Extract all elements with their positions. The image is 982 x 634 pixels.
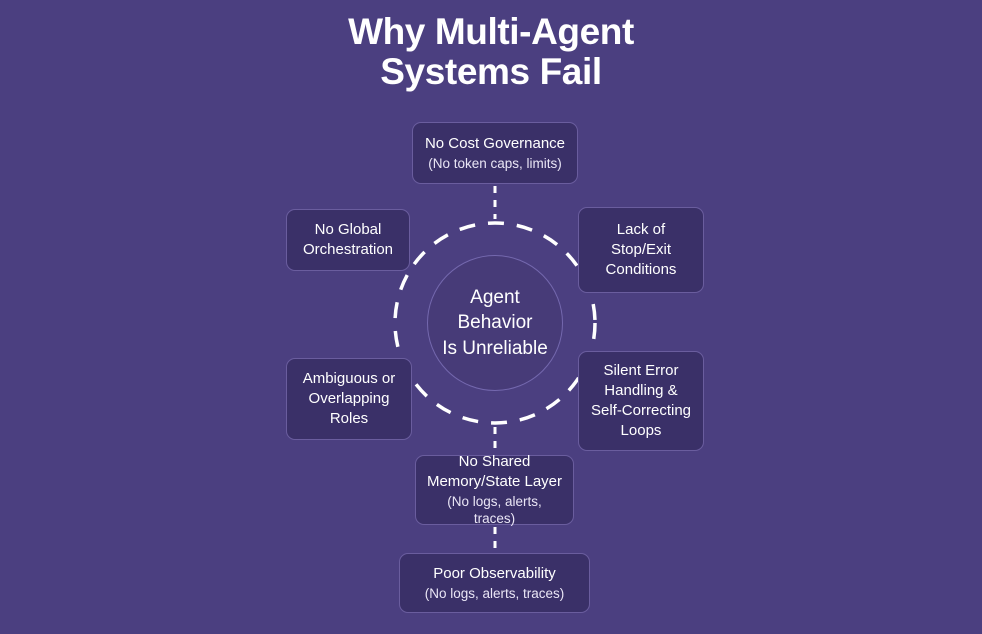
node-title: No Global Orchestration (302, 221, 394, 258)
node-subtitle: (No logs, alerts, traces) (424, 585, 565, 601)
node-no-cost-governance[interactable]: No Cost Governance (No token caps, limit… (412, 122, 578, 184)
node-subtitle: (No logs, alerts, traces) (447, 493, 542, 527)
node-title: No Cost Governance (424, 134, 566, 152)
node-subtitle: (No token caps, limits) (428, 155, 562, 171)
node-no-global-orchestration[interactable]: No Global Orchestration (286, 209, 410, 271)
node-silent-error-handling[interactable]: Silent Error Handling & Self-Correcting … (578, 351, 704, 451)
node-title: Ambiguous or Overlapping Roles (302, 370, 396, 427)
node-ambiguous-or-overlapping-roles[interactable]: Ambiguous or Overlapping Roles (286, 358, 412, 440)
page-title: Why Multi-Agent Systems Fail (348, 11, 634, 92)
node-title: Lack of Stop/Exit Conditions (605, 221, 677, 278)
hub-center-label: Agent Behavior Is Unreliable (442, 286, 548, 359)
node-no-shared-memory-state-layer[interactable]: No Shared Memory/State Layer (No logs, a… (415, 453, 574, 527)
node-title: Poor Observability (433, 564, 556, 582)
node-lack-of-stop-exit-conditions[interactable]: Lack of Stop/Exit Conditions (578, 207, 704, 293)
node-poor-observability[interactable]: Poor Observability (No logs, alerts, tra… (399, 553, 590, 613)
node-title: No Shared Memory/State Layer (426, 453, 563, 490)
node-title: Silent Error Handling & Self-Correcting … (590, 362, 692, 439)
hub-center-circle: Agent Behavior Is Unreliable (427, 255, 563, 391)
hub-dashed-ring (393, 221, 597, 425)
